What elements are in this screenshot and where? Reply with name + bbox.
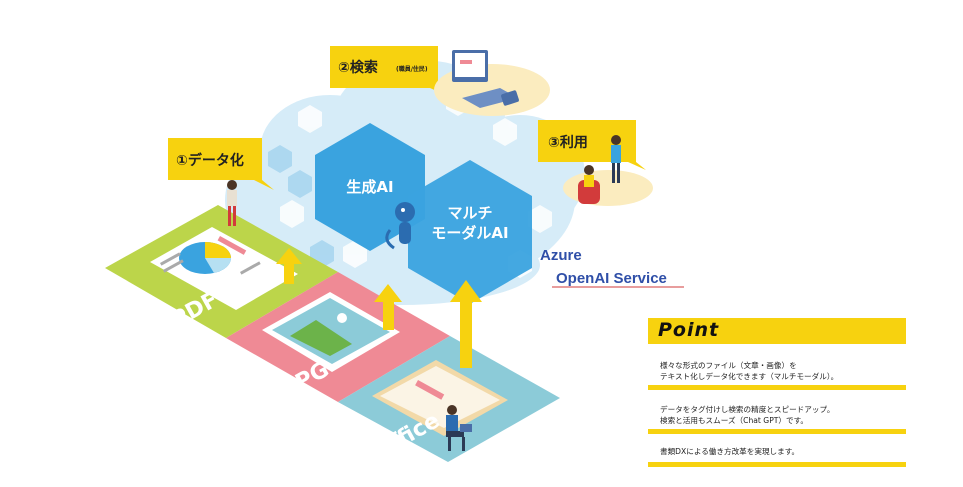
point-title: Point: [658, 319, 720, 341]
tile-pdf: PDF: [105, 205, 338, 338]
callout-step1: ①データ化: [168, 138, 274, 190]
point-item-3-bar: [648, 462, 906, 467]
hex-multimodal-line2: モーダルAI: [431, 224, 508, 242]
step2-sublabel: (職員/住民): [396, 65, 428, 73]
service-name-line1: Azure: [540, 247, 582, 264]
point-title-bar: Point: [648, 318, 906, 344]
arrow-jpg-to-cloud: [374, 284, 402, 330]
arrow-pdf-to-cloud: [276, 248, 302, 284]
hex-generative-ai: 生成AI: [315, 123, 425, 251]
point-item-1: 様々な形式のファイル（文章・画像）を テキスト化しデータ化できます（マルチモーダ…: [648, 360, 906, 390]
point-item-3: 書類DXによる働き方改革を実現します。: [648, 446, 906, 467]
person-standing-icon: [227, 180, 237, 226]
point-item-1-line2: テキスト化しデータ化できます（マルチモーダル）。: [660, 372, 839, 381]
point-item-1-bar: [648, 385, 906, 390]
step2-label: ②検索: [338, 59, 378, 76]
tile-office: Office: [338, 336, 560, 465]
computer-icon: [434, 50, 550, 116]
person-laptop-icon: [446, 405, 472, 451]
point-item-2-line1: データをタグ付けし検索の精度とスピードアップ。: [660, 405, 835, 414]
point-item-2: データをタグ付けし検索の精度とスピードアップ。 検索と活用もスムーズ（Chat …: [648, 404, 906, 434]
point-item-1-line1: 様々な形式のファイル（文章・画像）を: [660, 361, 797, 370]
people-step3-icon: [563, 135, 653, 206]
callout-step2: ②検索 (職員/住民): [330, 46, 448, 96]
service-name-line2: OpenAI Service: [556, 270, 667, 287]
point-item-2-line2: 検索と活用もスムーズ（Chat GPT）です。: [660, 416, 809, 425]
step1-label: ①データ化: [176, 152, 244, 169]
arrow-office-to-cloud: [450, 280, 482, 368]
step3-label: ③利用: [548, 134, 588, 151]
point-panel: Point 様々な形式のファイル（文章・画像）を テキスト化しデータ化できます（…: [648, 318, 906, 470]
robot-icon: [385, 202, 415, 250]
hex-generative-ai-label: 生成AI: [346, 178, 393, 196]
point-item-2-bar: [648, 429, 906, 434]
hex-multimodal-line1: マルチ: [447, 204, 492, 222]
point-item-3-line1: 書類DXによる働き方改革を実現します。: [660, 447, 800, 456]
hex-multimodal-ai: マルチ モーダルAI: [408, 160, 532, 304]
